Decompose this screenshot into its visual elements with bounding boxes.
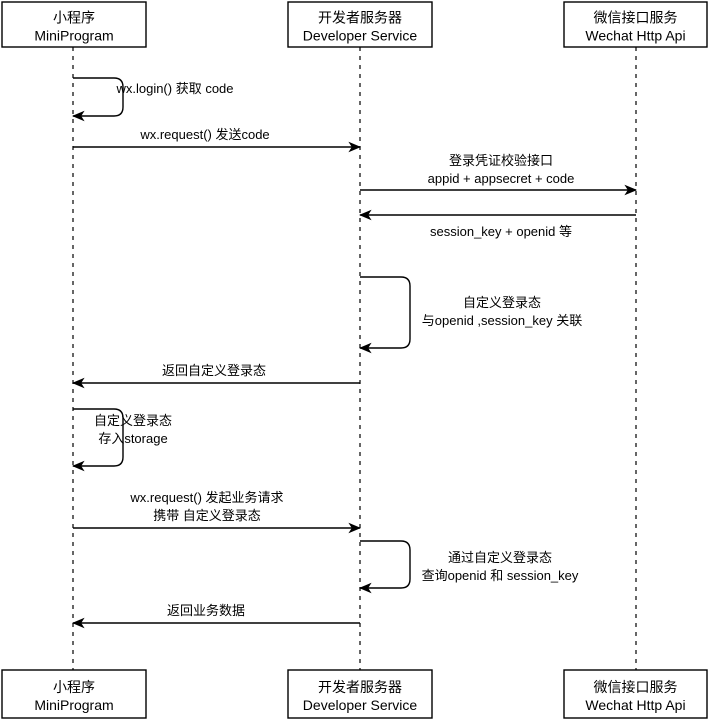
participant-name-en: Wechat Http Api	[585, 697, 685, 713]
message-3-left[interactable]: session_key + openid 等	[358, 209, 636, 239]
message-7-right-label-line-1: 携带 自定义登录态	[153, 508, 261, 523]
message-5-left[interactable]: 返回自定义登录态	[71, 363, 360, 389]
participant-name-cn: 开发者服务器	[318, 679, 402, 695]
message-1-right-label-line-0: wx.request() 发送code	[139, 127, 269, 142]
message-4-self-label-line-0: 自定义登录态	[463, 295, 541, 310]
participant-name-en: Developer Service	[303, 697, 418, 713]
message-2-right-label-line-1: appid + appsecret + code	[428, 171, 575, 186]
participant-name-en: MiniProgram	[34, 697, 113, 713]
message-6-self-label-line-0: 自定义登录态	[94, 413, 172, 428]
message-6-self-path	[71, 408, 124, 472]
message-3-left-label-line-0: session_key + openid 等	[430, 224, 572, 239]
participant-name-en: Wechat Http Api	[585, 28, 685, 44]
message-5-left-label-line-0: 返回自定义登录态	[162, 363, 266, 378]
participant-box-bottom-wechat-http-api[interactable]: 微信接口服务 Wechat Http Api	[563, 669, 708, 719]
message-9-left[interactable]: 返回业务数据	[71, 603, 360, 629]
participant-name-cn: 小程序	[53, 10, 95, 26]
message-4-self-path	[358, 276, 411, 354]
participant-box-bottom-miniprogram[interactable]: 小程序 MiniProgram	[1, 669, 147, 719]
message-6-self-label-line-1: 存入storage	[98, 431, 167, 446]
message-0-self-path	[71, 77, 124, 122]
participant-name-cn: 开发者服务器	[318, 10, 402, 26]
messages-group: wx.login() 获取 code wx.request() 发送code 登录凭…	[71, 77, 638, 629]
message-8-self-label-line-1: 查询openid 和 session_key	[422, 568, 579, 583]
message-7-right-label-line-0: wx.request() 发起业务请求	[129, 490, 283, 505]
participant-box-top-miniprogram[interactable]: 小程序 MiniProgram	[1, 1, 147, 48]
message-9-left-label-line-0: 返回业务数据	[167, 603, 245, 618]
message-0-self-label-line-0: wx.login() 获取 code	[115, 81, 233, 96]
participant-name-cn: 小程序	[53, 679, 95, 695]
participant-name-en: Developer Service	[303, 28, 418, 44]
message-8-self-label-line-0: 通过自定义登录态	[448, 550, 552, 565]
message-2-right[interactable]: 登录凭证校验接口 appid + appsecret + code	[360, 153, 638, 196]
message-1-right[interactable]: wx.request() 发送code	[73, 127, 362, 153]
message-8-self-path	[358, 540, 411, 594]
message-2-right-label-line-0: 登录凭证校验接口	[449, 153, 553, 168]
message-0-self[interactable]: wx.login() 获取 code	[71, 77, 234, 122]
participant-name-cn: 微信接口服务	[594, 10, 678, 26]
message-4-self-label-line-1: 与openid ,session_key 关联	[422, 313, 582, 328]
participant-name-en: MiniProgram	[34, 28, 113, 44]
participant-name-cn: 微信接口服务	[594, 679, 678, 695]
participant-box-top-developer-service[interactable]: 开发者服务器 Developer Service	[287, 1, 433, 48]
participant-box-bottom-developer-service[interactable]: 开发者服务器 Developer Service	[287, 669, 433, 719]
participant-box-top-wechat-http-api[interactable]: 微信接口服务 Wechat Http Api	[563, 1, 708, 48]
